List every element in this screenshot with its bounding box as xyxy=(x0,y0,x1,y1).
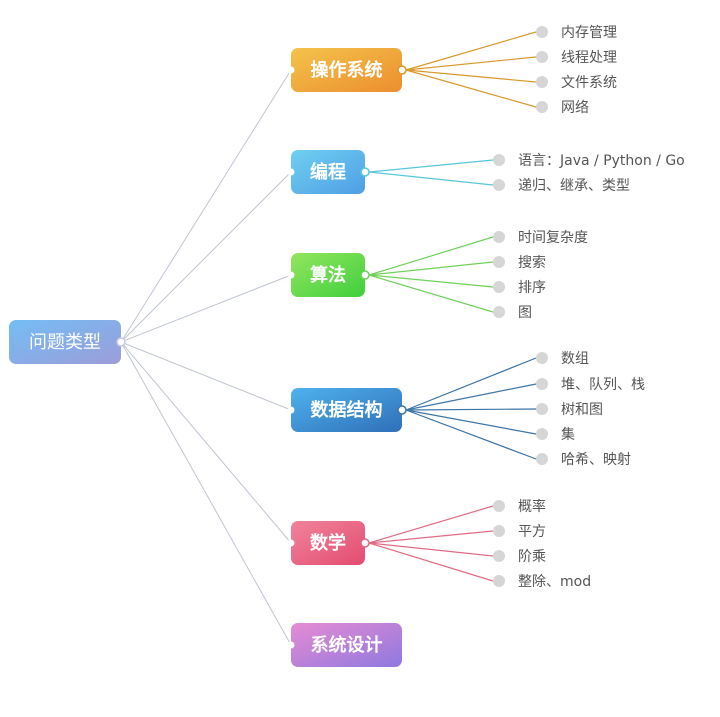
leaf-bullet-4-1 xyxy=(493,525,505,537)
branch-collapse-handle-0[interactable] xyxy=(397,65,407,75)
leaf-bullet-0-1 xyxy=(536,51,548,63)
branch-in-notch-5 xyxy=(287,641,295,649)
leaf-bullet-0-3 xyxy=(536,101,548,113)
leaf-label-4-3[interactable]: 整除、mod xyxy=(518,574,591,590)
root-link-5 xyxy=(120,341,292,646)
leaf-label-3-3[interactable]: 集 xyxy=(561,426,575,443)
leaf-bullet-4-2 xyxy=(493,550,505,562)
leaf-bullet-4-3 xyxy=(493,575,505,587)
branch-label-1: 编程 xyxy=(310,161,346,183)
leaf-bullet-0-2 xyxy=(536,76,548,88)
branch-in-notch-4 xyxy=(287,539,295,547)
leaf-bullet-3-0 xyxy=(536,352,548,364)
branch-collapse-handle-1[interactable] xyxy=(360,167,370,177)
leaf-link-0-2 xyxy=(405,69,537,83)
leaf-bullet-3-1 xyxy=(536,378,548,390)
branch-label-0: 操作系统 xyxy=(311,59,383,81)
root-link-4 xyxy=(120,341,292,544)
leaf-bullet-4-0 xyxy=(493,500,505,512)
leaf-label-4-1[interactable]: 平方 xyxy=(518,524,546,540)
root-link-1 xyxy=(120,171,292,343)
leaf-link-3-1 xyxy=(405,383,537,411)
leaf-label-3-1[interactable]: 堆、队列、栈 xyxy=(561,377,645,393)
branch-label-2: 算法 xyxy=(310,264,346,286)
branch-collapse-handle-4[interactable] xyxy=(360,538,370,548)
leaf-label-3-4[interactable]: 哈希、映射 xyxy=(561,452,631,468)
leaf-link-3-4 xyxy=(405,409,537,460)
leaf-label-3-2[interactable]: 树和图 xyxy=(561,402,603,418)
leaf-bullet-2-2 xyxy=(493,281,505,293)
branch-collapse-handle-2[interactable] xyxy=(360,270,370,280)
leaf-link-2-3 xyxy=(368,274,494,313)
root-label: 问题类型 xyxy=(29,332,101,353)
leaf-link-0-0 xyxy=(405,31,537,71)
branch-label-5: 系统设计 xyxy=(311,634,383,656)
branch-in-notch-3 xyxy=(287,406,295,414)
root-link-0 xyxy=(120,69,292,343)
leaf-label-1-0[interactable]: 语言：Java / Python / Go xyxy=(518,153,685,169)
leaf-link-2-2 xyxy=(368,274,494,288)
leaf-label-0-3[interactable]: 网络 xyxy=(561,100,589,116)
leaf-label-2-1[interactable]: 搜索 xyxy=(518,254,546,271)
leaf-link-3-2 xyxy=(405,408,537,411)
leaf-label-4-0[interactable]: 概率 xyxy=(518,498,546,515)
leaf-link-4-1 xyxy=(368,530,494,544)
root-link-3 xyxy=(120,341,292,411)
root-node[interactable] xyxy=(9,320,121,364)
leaf-bullet-3-2 xyxy=(536,403,548,415)
branch-in-notch-2 xyxy=(287,271,295,279)
leaf-bullet-1-1 xyxy=(493,179,505,191)
root-collapse-handle[interactable] xyxy=(116,337,126,347)
leaf-bullet-0-0 xyxy=(536,26,548,38)
leaf-link-0-1 xyxy=(405,56,537,71)
leaf-link-4-0 xyxy=(368,505,494,544)
leaf-label-3-0[interactable]: 数组 xyxy=(561,351,589,367)
leaf-link-4-2 xyxy=(368,542,494,557)
leaf-bullet-1-0 xyxy=(493,154,505,166)
branch-node-1[interactable] xyxy=(291,150,365,194)
leaf-link-0-3 xyxy=(405,69,537,108)
leaf-link-4-3 xyxy=(368,542,494,582)
branch-node-3[interactable] xyxy=(291,388,402,432)
leaf-link-1-1 xyxy=(368,171,494,186)
leaf-label-0-0[interactable]: 内存管理 xyxy=(561,25,617,41)
leaf-label-4-2[interactable]: 阶乘 xyxy=(518,549,546,565)
leaf-label-0-2[interactable]: 文件系统 xyxy=(561,75,617,91)
leaf-link-1-0 xyxy=(368,159,494,173)
branch-in-notch-1 xyxy=(287,168,295,176)
leaf-bullet-3-4 xyxy=(536,453,548,465)
branch-label-4: 数学 xyxy=(310,532,346,554)
branch-node-4[interactable] xyxy=(291,521,365,565)
leaf-label-0-1[interactable]: 线程处理 xyxy=(561,50,617,66)
connectors xyxy=(120,31,537,646)
root-link-2 xyxy=(120,274,292,343)
leaf-label-2-2[interactable]: 排序 xyxy=(518,280,546,296)
leaf-label-2-0[interactable]: 时间复杂度 xyxy=(518,229,588,246)
branch-label-3: 数据结构 xyxy=(311,399,383,421)
leaf-bullet-2-1 xyxy=(493,256,505,268)
branch-node-2[interactable] xyxy=(291,253,365,297)
leaf-link-3-3 xyxy=(405,409,537,435)
leaf-bullet-2-0 xyxy=(493,231,505,243)
branch-collapse-handle-3[interactable] xyxy=(397,405,407,415)
leaf-link-3-0 xyxy=(405,357,537,411)
leaf-label-1-1[interactable]: 递归、继承、类型 xyxy=(518,177,630,194)
branch-in-notch-0 xyxy=(287,66,295,74)
branch-node-0[interactable] xyxy=(291,48,402,92)
leaf-label-2-3[interactable]: 图 xyxy=(518,305,532,321)
leaf-link-2-0 xyxy=(368,236,494,276)
leaf-bullet-3-3 xyxy=(536,428,548,440)
branch-node-5[interactable] xyxy=(291,623,402,667)
leaf-bullet-2-3 xyxy=(493,306,505,318)
leaf-link-2-1 xyxy=(368,261,494,276)
